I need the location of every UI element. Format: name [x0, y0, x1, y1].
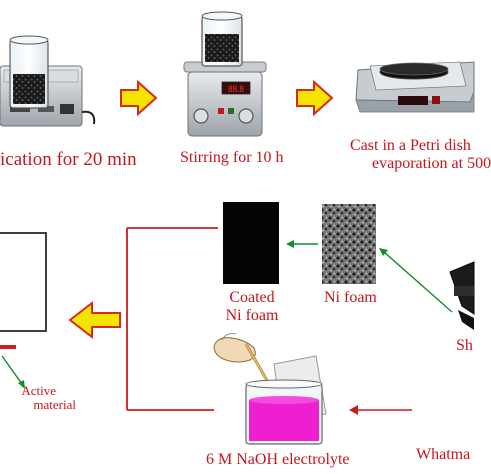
label-whatman: Whatma: [416, 446, 471, 463]
ni-foam: [322, 204, 376, 284]
electrode-outline: [0, 232, 47, 332]
beaker-powder-2: [201, 11, 243, 67]
label-active-line1: Active: [21, 383, 56, 398]
naoh-beaker: [245, 379, 323, 445]
diagram-graphics: 88.8: [0, 11, 475, 445]
label-cast-line2: evaporation at 500: [372, 155, 491, 172]
label-coated-line1: Coated: [229, 289, 275, 306]
bracket-connector: [126, 227, 218, 411]
coated-ni-foam: [223, 202, 279, 284]
label-stirring: Stirring for 10 h: [180, 149, 284, 166]
shears-icon: [449, 261, 475, 330]
red-arrow-whatman: [349, 405, 412, 415]
green-arrow-foam: [286, 240, 318, 248]
label-sonication: ication for 20 min: [0, 149, 137, 170]
stirrer-display: 88.8: [228, 84, 244, 94]
label-naoh: 6 M NaOH electrolyte: [206, 451, 350, 468]
green-arrow-shears: [379, 248, 453, 313]
process-arrow-2: [296, 79, 334, 117]
electrode-tab: [0, 345, 16, 349]
hot-plate: [355, 61, 475, 113]
fabrication-diagram: 88.8: [0, 11, 491, 468]
label-active-line2: material: [33, 397, 76, 412]
green-arrow-active: [1, 355, 25, 389]
label-cast-line1: Cast in a Petri dish: [350, 137, 471, 154]
label-ni-foam: Ni foam: [324, 289, 377, 306]
label-shim: Sh: [456, 337, 473, 354]
label-coated-line2: Ni foam: [225, 307, 279, 324]
process-arrow-1: [120, 79, 158, 117]
beaker-powder-1: [9, 35, 49, 109]
process-arrow-left: [68, 300, 121, 340]
ultrasonic-bath: [0, 35, 96, 127]
magnetic-stirrer: 88.8: [183, 11, 267, 137]
